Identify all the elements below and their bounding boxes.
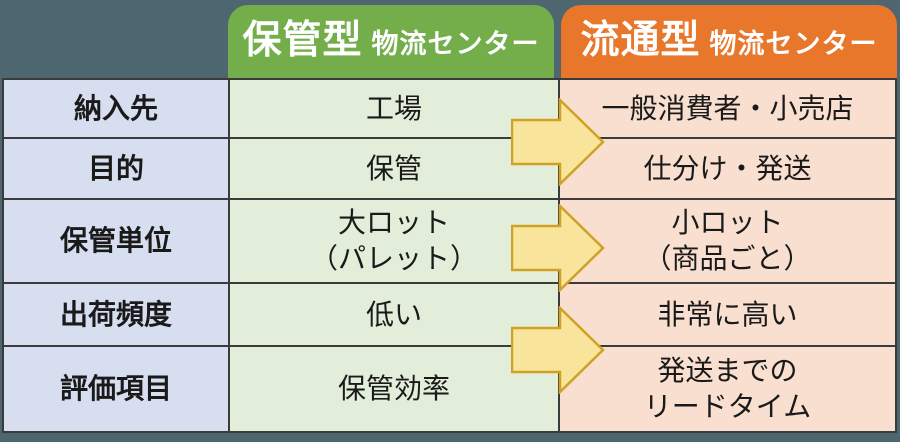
distribution-cell-storage-unit: 小ロット （商品ごと） bbox=[560, 200, 895, 284]
storage-cell-delivery: 工場 bbox=[230, 80, 560, 139]
storage-cell-storage-unit: 大ロット （パレット） bbox=[230, 200, 560, 284]
row-label-purpose: 目的 bbox=[4, 139, 230, 200]
storage-type-subtitle: 物流センター bbox=[371, 29, 540, 59]
row-label-shipping-frequency: 出荷頻度 bbox=[4, 284, 230, 347]
storage-type-header: 保管型物流センター bbox=[228, 5, 554, 78]
comparison-table: 納入先 工場 一般消費者・小売店 目的 保管 仕分け・発送 保管単位 大ロット … bbox=[2, 78, 897, 433]
arrow-right-icon bbox=[511, 204, 605, 292]
storage-cell-purpose: 保管 bbox=[230, 139, 560, 200]
arrow-right-icon bbox=[511, 306, 605, 394]
storage-cell-frequency: 低い bbox=[230, 284, 560, 347]
distribution-cell-frequency: 非常に高い bbox=[560, 284, 895, 347]
distribution-cell-evaluation: 発送までの リードタイム bbox=[560, 347, 895, 431]
row-label-evaluation-item: 評価項目 bbox=[4, 347, 230, 431]
distribution-cell-purpose: 仕分け・発送 bbox=[560, 139, 895, 200]
row-label-delivery-destination: 納入先 bbox=[4, 80, 230, 139]
row-label-storage-unit: 保管単位 bbox=[4, 200, 230, 284]
storage-type-title: 保管型 bbox=[242, 19, 363, 62]
arrow-right-icon bbox=[511, 98, 605, 186]
storage-cell-evaluation: 保管効率 bbox=[230, 347, 560, 431]
distribution-type-subtitle: 物流センター bbox=[709, 29, 878, 59]
distribution-cell-delivery: 一般消費者・小売店 bbox=[560, 80, 895, 139]
distribution-type-header: 流通型物流センター bbox=[561, 5, 897, 78]
distribution-type-title: 流通型 bbox=[580, 19, 701, 62]
